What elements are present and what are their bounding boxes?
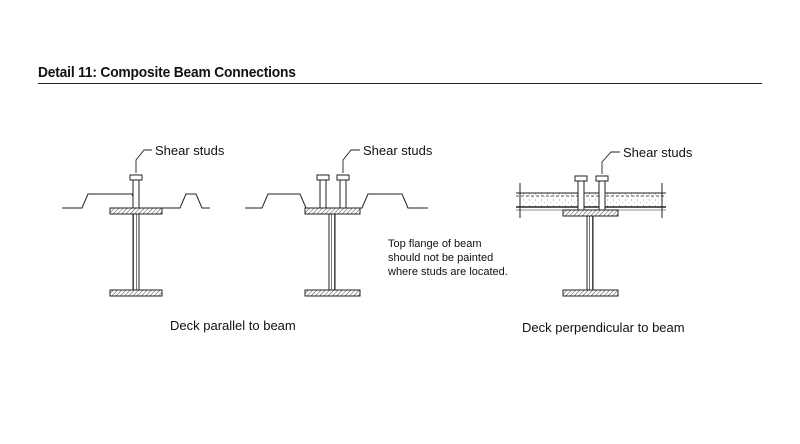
beam-web xyxy=(586,215,594,291)
beam-top-flange xyxy=(109,207,163,215)
shear-stud-head xyxy=(595,175,609,182)
shear-stud xyxy=(132,179,140,209)
beam-section-right xyxy=(516,151,666,297)
beam-bottom-flange xyxy=(304,289,361,297)
beam-web xyxy=(132,213,140,291)
beam-section-left xyxy=(62,149,210,297)
callout-label-left: Shear studs xyxy=(155,143,225,158)
beam-top-flange xyxy=(304,207,361,215)
caption-deck-perpendicular: Deck perpendicular to beam xyxy=(522,320,685,335)
shear-stud xyxy=(577,180,585,211)
callout-leader-left xyxy=(135,149,152,173)
title-underline xyxy=(38,83,762,84)
shear-stud xyxy=(319,179,327,209)
shear-stud xyxy=(339,179,347,209)
callout-label-middle: Shear studs xyxy=(363,143,433,158)
beam-section-middle xyxy=(245,149,428,297)
beam-top-flange xyxy=(562,209,619,217)
callout-leader-right xyxy=(601,151,620,174)
paint-note: Top flange of beam should not be painted… xyxy=(388,238,508,278)
shear-stud-head xyxy=(574,175,588,182)
shear-stud xyxy=(598,180,606,211)
callout-label-right: Shear studs xyxy=(623,145,693,160)
detail-title: Detail 11: Composite Beam Connections xyxy=(38,64,296,81)
caption-deck-parallel: Deck parallel to beam xyxy=(170,318,296,333)
beam-web xyxy=(328,213,336,291)
shear-stud-head xyxy=(316,174,330,181)
beam-bottom-flange xyxy=(562,289,619,297)
shear-stud-head xyxy=(129,174,143,181)
concrete-slab xyxy=(520,193,662,207)
shear-stud-head xyxy=(336,174,350,181)
beam-bottom-flange xyxy=(109,289,163,297)
deck-profile-middle xyxy=(245,193,428,209)
callout-leader-middle xyxy=(342,149,360,173)
